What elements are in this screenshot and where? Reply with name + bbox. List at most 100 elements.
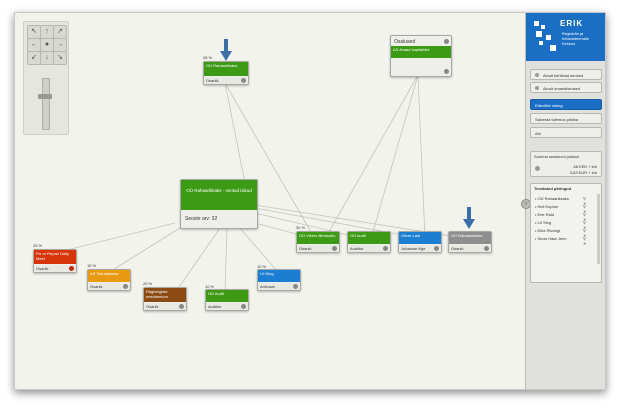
zoom-slider-handle[interactable] (38, 94, 52, 99)
query-label: Erie Raid (537, 212, 554, 217)
pan-down-left-button[interactable]: ↙ (27, 51, 41, 65)
logo-mark (536, 31, 542, 37)
query-item[interactable]: • Eiria Rivdogi⚲ ✕ (535, 228, 587, 238)
company-node-orange[interactable]: AS Virtuaalneks Osanik (87, 269, 131, 291)
holdings-node[interactable]: Osalused AS Avaad kapitalidid (390, 35, 452, 77)
node-title: OÜ Audit (348, 232, 390, 244)
company-node-gray[interactable]: OÜ Rahaarikkaks Osanik (448, 231, 492, 253)
holdings-item[interactable]: AS Avaad kapitalidid (391, 46, 451, 58)
query-item[interactable]: • OÜ Rahaarikkaks⚲ ✕ (535, 196, 587, 206)
pan-right-button[interactable]: → (53, 38, 67, 52)
company-node-red[interactable]: Fix or Repair Daily Meet Osanik (33, 249, 77, 273)
queries-scrollbar[interactable] (597, 194, 600, 264)
edge (324, 74, 419, 240)
node-percent: 25 % (33, 243, 43, 248)
node-role: Audiitor (348, 245, 390, 252)
session-sum-title: Summa sessiooni jooksul (534, 154, 580, 159)
node-title: Lõ Sing (258, 270, 300, 282)
edge (254, 207, 426, 240)
person-node-blue[interactable]: Lõ Sing Arhivaar (257, 269, 301, 291)
node-role: Juhatuse liige (399, 245, 441, 252)
valid-relations-toggle[interactable]: Ainult kehtivad seosed (530, 69, 602, 80)
node-menu-icon[interactable] (293, 284, 298, 289)
company-node-brown[interactable]: Rägbergiste meiobeeium Osanik (143, 287, 187, 311)
query-actions-icon[interactable]: ⚲ ✕ (583, 228, 587, 238)
help-button[interactable]: Abi (530, 127, 602, 138)
radio-icon (535, 73, 539, 77)
node-title: OÜ Vibers filmstudio (297, 232, 339, 244)
collapse-icon[interactable] (444, 39, 449, 44)
company-node-top[interactable]: OÜ Rahaarikkaks Osanik (203, 61, 249, 85)
company-node-audit-2[interactable]: OÜ Audit Audiitor (347, 231, 391, 253)
node-menu-icon[interactable] (383, 246, 388, 251)
query-label: Smar Hata Jenn (537, 236, 567, 241)
logo-mark (546, 35, 551, 40)
session-sum-eek: 68 EEK + km (573, 164, 597, 169)
node-menu-icon[interactable] (123, 284, 128, 289)
session-sum-eur: 3,83 EUR + km (569, 170, 597, 175)
logo-mark (539, 41, 543, 45)
node-title: OÜ Rahaarikkaks (204, 62, 248, 76)
side-panel: › ERIK Registrite ja Infosüsteemide Kesk… (521, 13, 605, 389)
query-item[interactable]: • Hell Kopher⚲ ✕ (535, 204, 587, 214)
node-menu-icon[interactable] (332, 246, 337, 251)
expand-icon[interactable] (444, 69, 449, 74)
pan-down-button[interactable]: ↓ (40, 51, 54, 65)
save-as-image-button[interactable]: Salvesta tulemus pildina (530, 113, 602, 124)
node-role: Osanik (297, 245, 339, 252)
pan-up-button[interactable]: ↑ (40, 25, 54, 39)
query-actions-icon[interactable]: ⚲ ✕ (583, 204, 587, 214)
node-role: Arhivaar (258, 283, 300, 290)
edge (254, 212, 366, 240)
zoom-slider[interactable] (42, 78, 50, 130)
pan-down-right-button[interactable]: ↘ (53, 51, 67, 65)
node-percent: 28 % (203, 55, 213, 60)
company-node-audit[interactable]: OÜ Audit Audiitor (205, 289, 249, 311)
session-sum-box: Summa sessiooni jooksul 68 EEK + km 3,83… (530, 151, 602, 177)
graph-canvas[interactable]: ↖ ↑ ↗ ← ● → ↙ ↓ ↘ 28 % OÜ Rahaarikkaks O… (15, 13, 525, 389)
node-title: Oliver Laid (399, 232, 441, 244)
node-percent: 15 % (87, 263, 97, 268)
close-icon[interactable] (69, 266, 74, 271)
pan-up-right-button[interactable]: ↗ (53, 25, 67, 39)
map-navigation-pad: ↖ ↑ ↗ ← ● → ↙ ↓ ↘ (23, 21, 69, 135)
holdings-title: Osalused (394, 39, 416, 45)
query-label: Lõ Sing (537, 220, 552, 225)
brand-logo: ERIK (560, 19, 584, 28)
main-node-title: OÜ Rahaarikkaks - seotud isikud (181, 180, 257, 210)
app-window: ↖ ↑ ↗ ← ● → ↙ ↓ ↘ 28 % OÜ Rahaarikkaks O… (14, 12, 606, 390)
node-title: AS Virtuaalneks (88, 270, 130, 282)
edge (54, 222, 176, 254)
node-menu-icon[interactable] (179, 304, 184, 309)
company-search-button[interactable]: Ettevõtte otsing (530, 99, 602, 110)
pan-left-button[interactable]: ← (27, 38, 41, 52)
query-actions-icon[interactable]: ⚲ ✕ (583, 196, 587, 206)
node-title: OÜ Audit (206, 290, 248, 302)
query-actions-icon[interactable]: ⚲ ✕ (583, 220, 587, 230)
brand-tagline: Registrite ja Infosüsteemide Keskus (562, 31, 590, 46)
ownership-relations-toggle[interactable]: Ainult omandiseosed (530, 82, 602, 93)
query-item[interactable]: • Smar Hata Jenn⚲ ✕ (535, 236, 587, 246)
node-menu-icon[interactable] (241, 78, 246, 83)
down-arrow-icon (463, 207, 475, 229)
edge (370, 74, 419, 240)
pan-center-button[interactable]: ● (40, 38, 54, 52)
node-percent: 30 % (296, 225, 306, 230)
edge (224, 82, 248, 194)
query-item[interactable]: • Lõ Sing⚲ ✕ (535, 220, 587, 230)
node-menu-icon[interactable] (434, 246, 439, 251)
node-menu-icon[interactable] (241, 304, 246, 309)
main-company-node[interactable]: OÜ Rahaarikkaks - seotud isikud Seoste a… (180, 179, 258, 229)
query-actions-icon[interactable]: ⚲ ✕ (583, 236, 587, 246)
query-label: Hell Kopher (537, 204, 559, 209)
pan-up-left-button[interactable]: ↖ (27, 25, 41, 39)
logo-mark (534, 21, 539, 26)
node-role: Osanik (34, 265, 76, 272)
node-menu-icon[interactable] (484, 246, 489, 251)
query-item[interactable]: • Erie Raid⚲ ✕ (535, 212, 587, 222)
query-actions-icon[interactable]: ⚲ ✕ (583, 212, 587, 222)
edge (239, 227, 278, 272)
person-node-oliver[interactable]: Oliver Laid Juhatuse liige (398, 231, 442, 253)
company-node-films[interactable]: OÜ Vibers filmstudio Osanik (296, 231, 340, 253)
toggle-label: Ainult kehtivad seosed (543, 73, 584, 78)
